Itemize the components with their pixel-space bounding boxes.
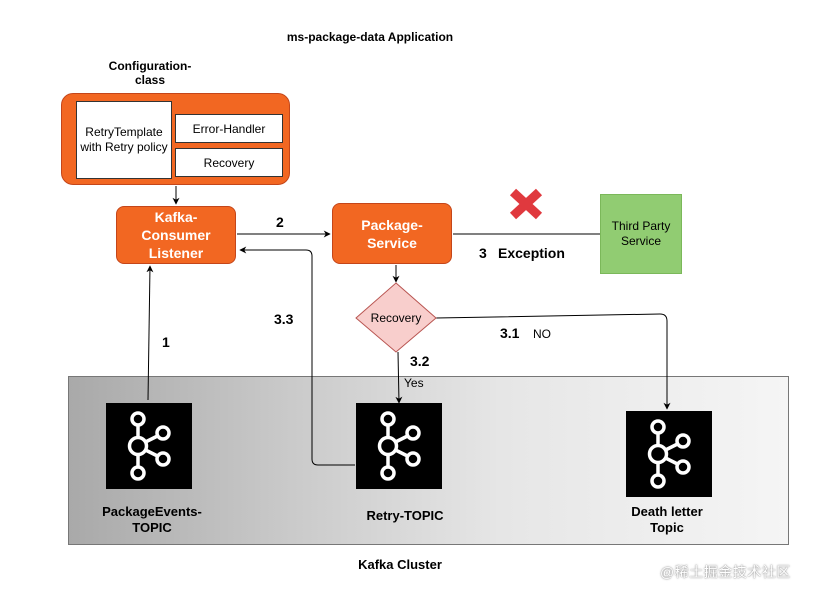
third-party-service-node: Third Party Service [600,194,682,274]
package-service-node: Package- Service [332,203,452,264]
package-events-topic-label: PackageEvents- TOPIC [102,504,202,535]
step3-1-label: 3.1 [500,325,520,341]
retry-template-box: RetryTemplate with Retry policy [76,101,172,179]
death-letter-topic-label: Death letter Topic [631,504,703,535]
kafka-logo-icon [626,411,712,497]
configuration-class-label: Configuration- class [108,59,192,87]
retry-topic-label: Retry-TOPIC [366,508,444,523]
no-label: NO [533,327,551,341]
step3-3-arrow [239,246,355,466]
error-handler-box: Error-Handler [175,114,283,143]
step1-arrow [146,265,154,401]
step3-label: 3 [479,245,487,261]
recovery-decision-label: Recovery [370,311,422,325]
step3-3-label: 3.3 [274,311,294,327]
step3-1-arrow [435,313,671,410]
diagram-title: ms-package-data Application [286,30,454,44]
exception-label: Exception [498,245,565,261]
step3-2-arrow [395,351,403,404]
kafka-cluster-label: Kafka Cluster [358,557,442,572]
kafka-logo-icon [106,403,192,489]
recovery-config-box: Recovery [175,148,283,177]
yes-label: Yes [404,376,424,390]
step3-2-label: 3.2 [410,353,430,369]
recovery-decision-diamond [355,282,437,353]
kafka-logo-icon [356,403,442,489]
kafka-consumer-listener-node: Kafka- Consumer Listener [116,206,236,264]
cross-icon [509,188,543,220]
step1-label: 1 [162,334,170,350]
watermark: @稀土掘金技术社区 [660,564,791,580]
step2-label: 2 [276,214,284,230]
